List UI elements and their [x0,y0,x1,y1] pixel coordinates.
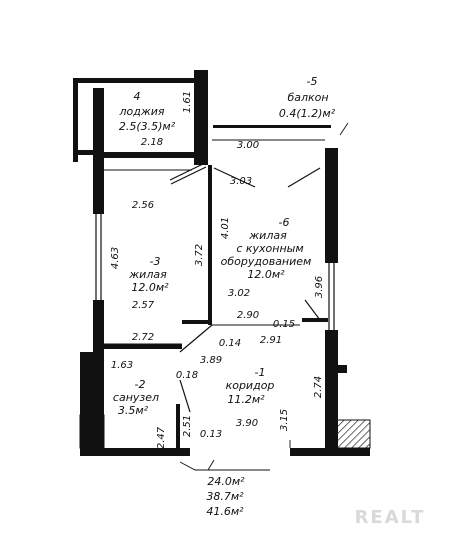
dim-018: 0.18 [176,370,198,381]
bottom-wall-left [80,448,190,456]
bathroom-name: санузел [113,391,159,404]
loggia-inner-wall [104,152,194,158]
overall-area: 41.6м² [206,505,244,518]
central-column [194,70,208,165]
right-wall-upper [325,148,338,263]
watermark: REALT [355,507,426,528]
left-wall-lower [93,300,104,352]
dim-013: 0.13 [200,429,222,440]
balcony-area: 0.4(1.2)м² [279,107,336,120]
loggia-bottom-wall [73,150,93,155]
kitchen-name-1: жилая [248,229,287,242]
dim-256: 2.56 [132,200,154,211]
kitchen-door-arc [213,167,256,188]
totals-leader [179,461,270,471]
living-name: жилая [128,268,167,281]
bath-top-wall [104,344,182,349]
dim-251: 2.51 [182,415,193,437]
dim-303: 3.03 [230,176,252,187]
corridor-number: -1 [255,366,266,379]
bath-door-leaf [179,379,191,413]
room-labels: 4 лоджия 2.5(3.5)м² -5 балкон 0.4(1.2)м²… [113,75,336,417]
dim-290: 2.90 [237,310,259,321]
dim-315: 3.15 [279,409,290,431]
dim-218: 2.18 [141,137,163,148]
dim-300: 3.00 [237,140,259,151]
dim-390: 3.90 [236,418,258,429]
total-area: 38.7м² [206,490,244,503]
dim-247: 2.47 [156,426,167,449]
loggia-number: 4 [134,90,141,103]
windows [95,81,335,330]
hatch-right [329,419,371,449]
dim-372: 3.72 [194,244,205,266]
dim-257: 2.57 [132,300,155,311]
dim-272: 2.72 [132,332,154,343]
dimension-lines [104,122,349,471]
total-living-area: 24.0м² [207,475,245,488]
corridor-area: 11.2м² [227,393,265,406]
balcony-door-leaf [287,167,321,188]
bath-right-wall [176,404,180,452]
dim-161: 1.61 [182,91,193,113]
totals-leader-tick [207,459,215,471]
balcony-tick [339,122,349,136]
dim-291: 2.91 [260,335,282,346]
balcony-rail [213,125,331,128]
dim-014: 0.14 [219,338,241,349]
kitchen-number: -6 [279,216,290,229]
dim-015: 0.15 [273,319,295,330]
loggia-top-wall [73,78,198,83]
balcony-name: балкон [287,91,328,104]
kitchen-left-wall [208,165,212,325]
left-wall-upper [93,88,104,212]
loggia-name: лоджия [118,105,164,118]
dim-274: 2.74 [313,376,324,398]
loggia-door-leaf [169,162,206,181]
hatched-walls [79,365,371,449]
kitchen-area: 12.0м² [247,268,285,281]
balcony-number: -5 [307,75,318,88]
kitchen-bottom-wall [182,320,212,324]
living-door-leaf [179,324,213,353]
loggia-door-frame [199,81,207,161]
dim-401: 4.01 [220,217,231,239]
bathroom-number: -2 [135,378,146,391]
dim-389: 3.89 [200,355,222,366]
bottom-wall-right [290,448,370,456]
dim-396: 3.96 [314,276,325,298]
right-wall-notch [337,365,347,373]
corridor-name: коридор [226,379,275,392]
living-area: 12.0м² [131,281,169,294]
living-number: -3 [150,255,161,268]
dim-463: 4.63 [110,247,121,269]
bathroom-area: 3.5м² [118,404,149,417]
kitchen-name-3: оборудованием [221,255,312,268]
window-top-sill [93,212,104,214]
dimension-labels: 1.61 2.18 3.00 3.03 2.56 4.01 4.63 3.72 … [110,91,325,449]
area-totals: 24.0м² 38.7м² 41.6м² [206,475,245,518]
dim-302: 3.02 [228,288,250,299]
loggia-left-wall [73,78,78,162]
kitchen-right-stub [302,318,328,322]
loggia-door-leaf-b [170,166,207,185]
loggia-area: 2.5(3.5)м² [119,120,176,133]
doors [169,162,321,413]
hatch-left [79,414,105,449]
kitchen-door-right [304,299,321,321]
kitchen-name-2: с кухонным [236,242,303,255]
dim-163: 1.63 [111,360,133,371]
